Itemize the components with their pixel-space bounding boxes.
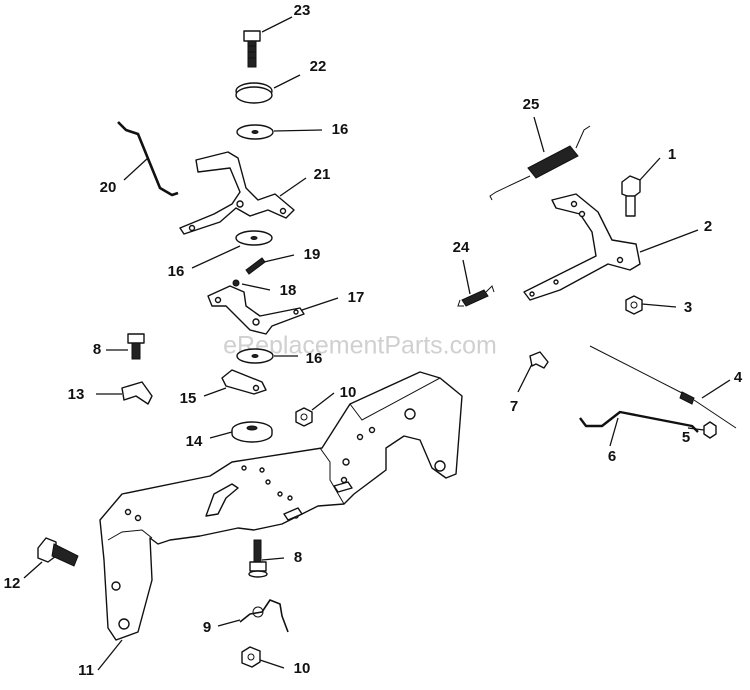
part-21-control-bracket: [179, 151, 295, 235]
part-16-washer-lower: [236, 348, 274, 364]
callout-2: 2: [704, 218, 712, 235]
part-1-bolt: [621, 175, 641, 217]
callout-9: 9: [203, 619, 211, 636]
part-19-screw: [245, 257, 266, 275]
callout-16-top: 16: [332, 121, 349, 138]
part-2-control-lever: [523, 193, 641, 301]
part-5-nut: [703, 421, 717, 439]
callout-5: 5: [682, 429, 690, 446]
part-15-clip: [221, 369, 267, 395]
callout-1: 1: [668, 146, 676, 163]
part-16-washer-top: [236, 124, 274, 140]
part-25-long-spring: [489, 125, 591, 201]
callout-24: 24: [453, 239, 470, 256]
callout-3: 3: [684, 299, 692, 316]
part-24-small-spring: [457, 285, 495, 307]
callout-10-upper: 10: [340, 384, 357, 401]
part-16-washer-middle: [235, 230, 273, 246]
callout-16-lower: 16: [306, 350, 323, 367]
part-20-link-rod: [117, 121, 179, 197]
callout-23: 23: [294, 2, 311, 19]
part-13-clamp: [121, 381, 153, 405]
part-9-torsion-spring: [239, 599, 289, 633]
part-8-bolt-lower: [248, 539, 268, 578]
part-23-bolt: [243, 30, 261, 68]
callout-6: 6: [608, 448, 616, 465]
part-11-control-plate: [99, 371, 463, 641]
part-6-choke-link: [579, 410, 699, 433]
callout-11: 11: [78, 662, 94, 679]
callout-12: 12: [4, 575, 21, 592]
callout-25: 25: [523, 96, 540, 113]
part-8-bolt-upper: [127, 333, 145, 360]
part-18-ball: [232, 279, 240, 287]
callout-10-lower: 10: [294, 660, 311, 677]
callout-labels: 1 2 3 4 5 6 7 8 8 9 10 10 11 12 13 14 15…: [4, 2, 743, 679]
callout-13: 13: [68, 386, 85, 403]
part-10-nut-lower: [241, 646, 261, 668]
callout-22: 22: [310, 58, 327, 75]
callout-7: 7: [510, 398, 518, 415]
callout-14: 14: [186, 433, 203, 450]
callout-18: 18: [280, 282, 297, 299]
part-3-nut: [625, 295, 643, 315]
callout-17: 17: [348, 289, 365, 306]
part-10-nut-upper: [295, 407, 313, 427]
callout-16-middle: 16: [168, 263, 185, 280]
part-14-spacer: [231, 421, 273, 443]
callout-4: 4: [734, 369, 743, 386]
part-7-clip: [529, 351, 549, 369]
callout-21: 21: [314, 166, 331, 183]
leader-lines: [23, 16, 731, 671]
callout-8-lower: 8: [294, 549, 302, 566]
callout-8-upper: 8: [93, 341, 101, 358]
callout-15: 15: [180, 390, 197, 407]
part-17-throttle-lever: [207, 285, 305, 335]
part-4-cable: [589, 345, 737, 429]
part-12-bolt: [37, 537, 79, 567]
callout-19: 19: [304, 246, 321, 263]
callout-20: 20: [100, 179, 117, 196]
part-22-spacer: [235, 82, 273, 104]
